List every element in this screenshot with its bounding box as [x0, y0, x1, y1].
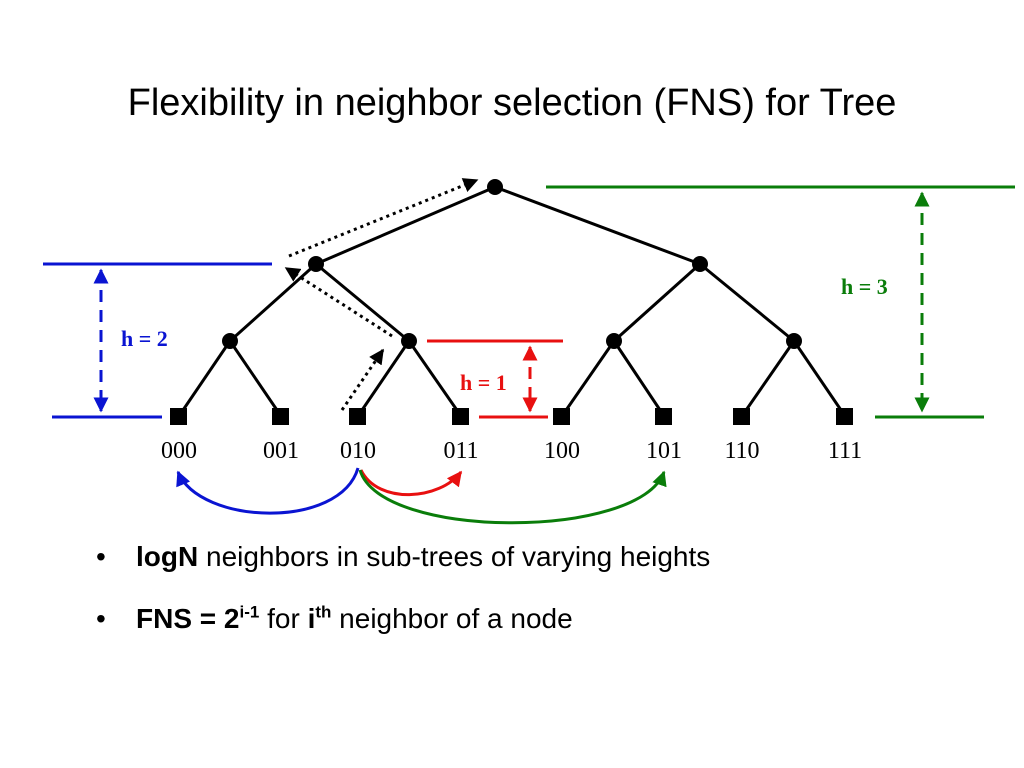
bullet-list: • logN neighbors in sub-trees of varying… — [96, 535, 710, 659]
leaf-label: 101 — [646, 438, 682, 464]
bullet-bold-term: i — [307, 603, 316, 634]
bullet-text: for — [259, 603, 308, 634]
neighbor-arc-h2 — [176, 467, 360, 515]
tree-node — [786, 333, 802, 349]
bullet-marker: • — [96, 603, 106, 634]
slide-title: Flexibility in neighbor selection (FNS) … — [127, 82, 897, 124]
height-label-h1: h = 1 — [460, 370, 507, 395]
edge — [560, 340, 616, 417]
edge — [612, 340, 666, 417]
bullet-bold-term: logN — [136, 541, 199, 572]
edge — [740, 340, 796, 417]
edge — [228, 262, 318, 343]
leaf-node — [349, 408, 366, 425]
edge — [699, 262, 795, 343]
routing-path — [284, 178, 479, 411]
edge — [494, 185, 701, 266]
bullet-superscript: th — [315, 602, 332, 622]
leaf-label: 001 — [263, 438, 299, 464]
neighbor-arcs — [176, 467, 667, 525]
edge — [315, 262, 410, 343]
leaf-node — [272, 408, 289, 425]
leaf-label: 010 — [340, 438, 376, 464]
tree-node — [401, 333, 417, 349]
leaf-node — [553, 408, 570, 425]
neighbor-arc-h3 — [358, 469, 667, 525]
leaf-label: 100 — [544, 438, 580, 464]
internal-nodes — [222, 179, 802, 349]
height-marker-h1 — [427, 339, 563, 419]
edge — [612, 262, 702, 343]
neighbor-arc-h1 — [359, 469, 463, 497]
bullet-marker: • — [96, 541, 106, 572]
height-label-h2: h = 2 — [121, 326, 168, 351]
root-node — [487, 179, 503, 195]
edge — [228, 340, 283, 417]
leaf-node — [170, 408, 187, 425]
leaf-node — [836, 408, 853, 425]
edge — [177, 340, 232, 417]
edge — [356, 340, 411, 417]
tree-node — [308, 256, 324, 272]
leaf-label: 111 — [828, 438, 862, 464]
route-arrow — [284, 266, 393, 338]
tree-node — [222, 333, 238, 349]
leaf-label: 110 — [724, 438, 759, 464]
bullet-item: • FNS = 2i-1 for ith neighbor of a node — [96, 597, 710, 659]
edge — [315, 185, 496, 266]
route-arrow — [288, 178, 479, 258]
bullet-text: neighbors in sub-trees of varying height… — [198, 541, 711, 572]
leaf-node — [655, 408, 672, 425]
tree-node — [606, 333, 622, 349]
bullet-item: • logN neighbors in sub-trees of varying… — [96, 535, 710, 597]
tree-node — [692, 256, 708, 272]
leaf-labels: 000 001 010 011 100 101 110 111 — [161, 438, 862, 464]
leaf-label: 000 — [161, 438, 197, 464]
bullet-bold-term: FNS = 2 — [136, 603, 240, 634]
edge — [792, 340, 847, 417]
height-label-h3: h = 3 — [841, 274, 888, 299]
leaf-nodes — [170, 408, 853, 425]
height-marker-h2 — [43, 262, 272, 419]
leaf-node — [452, 408, 469, 425]
leaf-label: 011 — [443, 438, 478, 464]
height-marker-h3 — [546, 185, 1015, 419]
leaf-node — [733, 408, 750, 425]
edge — [407, 340, 463, 417]
tree-edges — [177, 185, 847, 417]
bullet-superscript: i-1 — [239, 602, 260, 622]
bullet-text: neighbor of a node — [331, 603, 573, 634]
route-arrow — [340, 348, 385, 411]
